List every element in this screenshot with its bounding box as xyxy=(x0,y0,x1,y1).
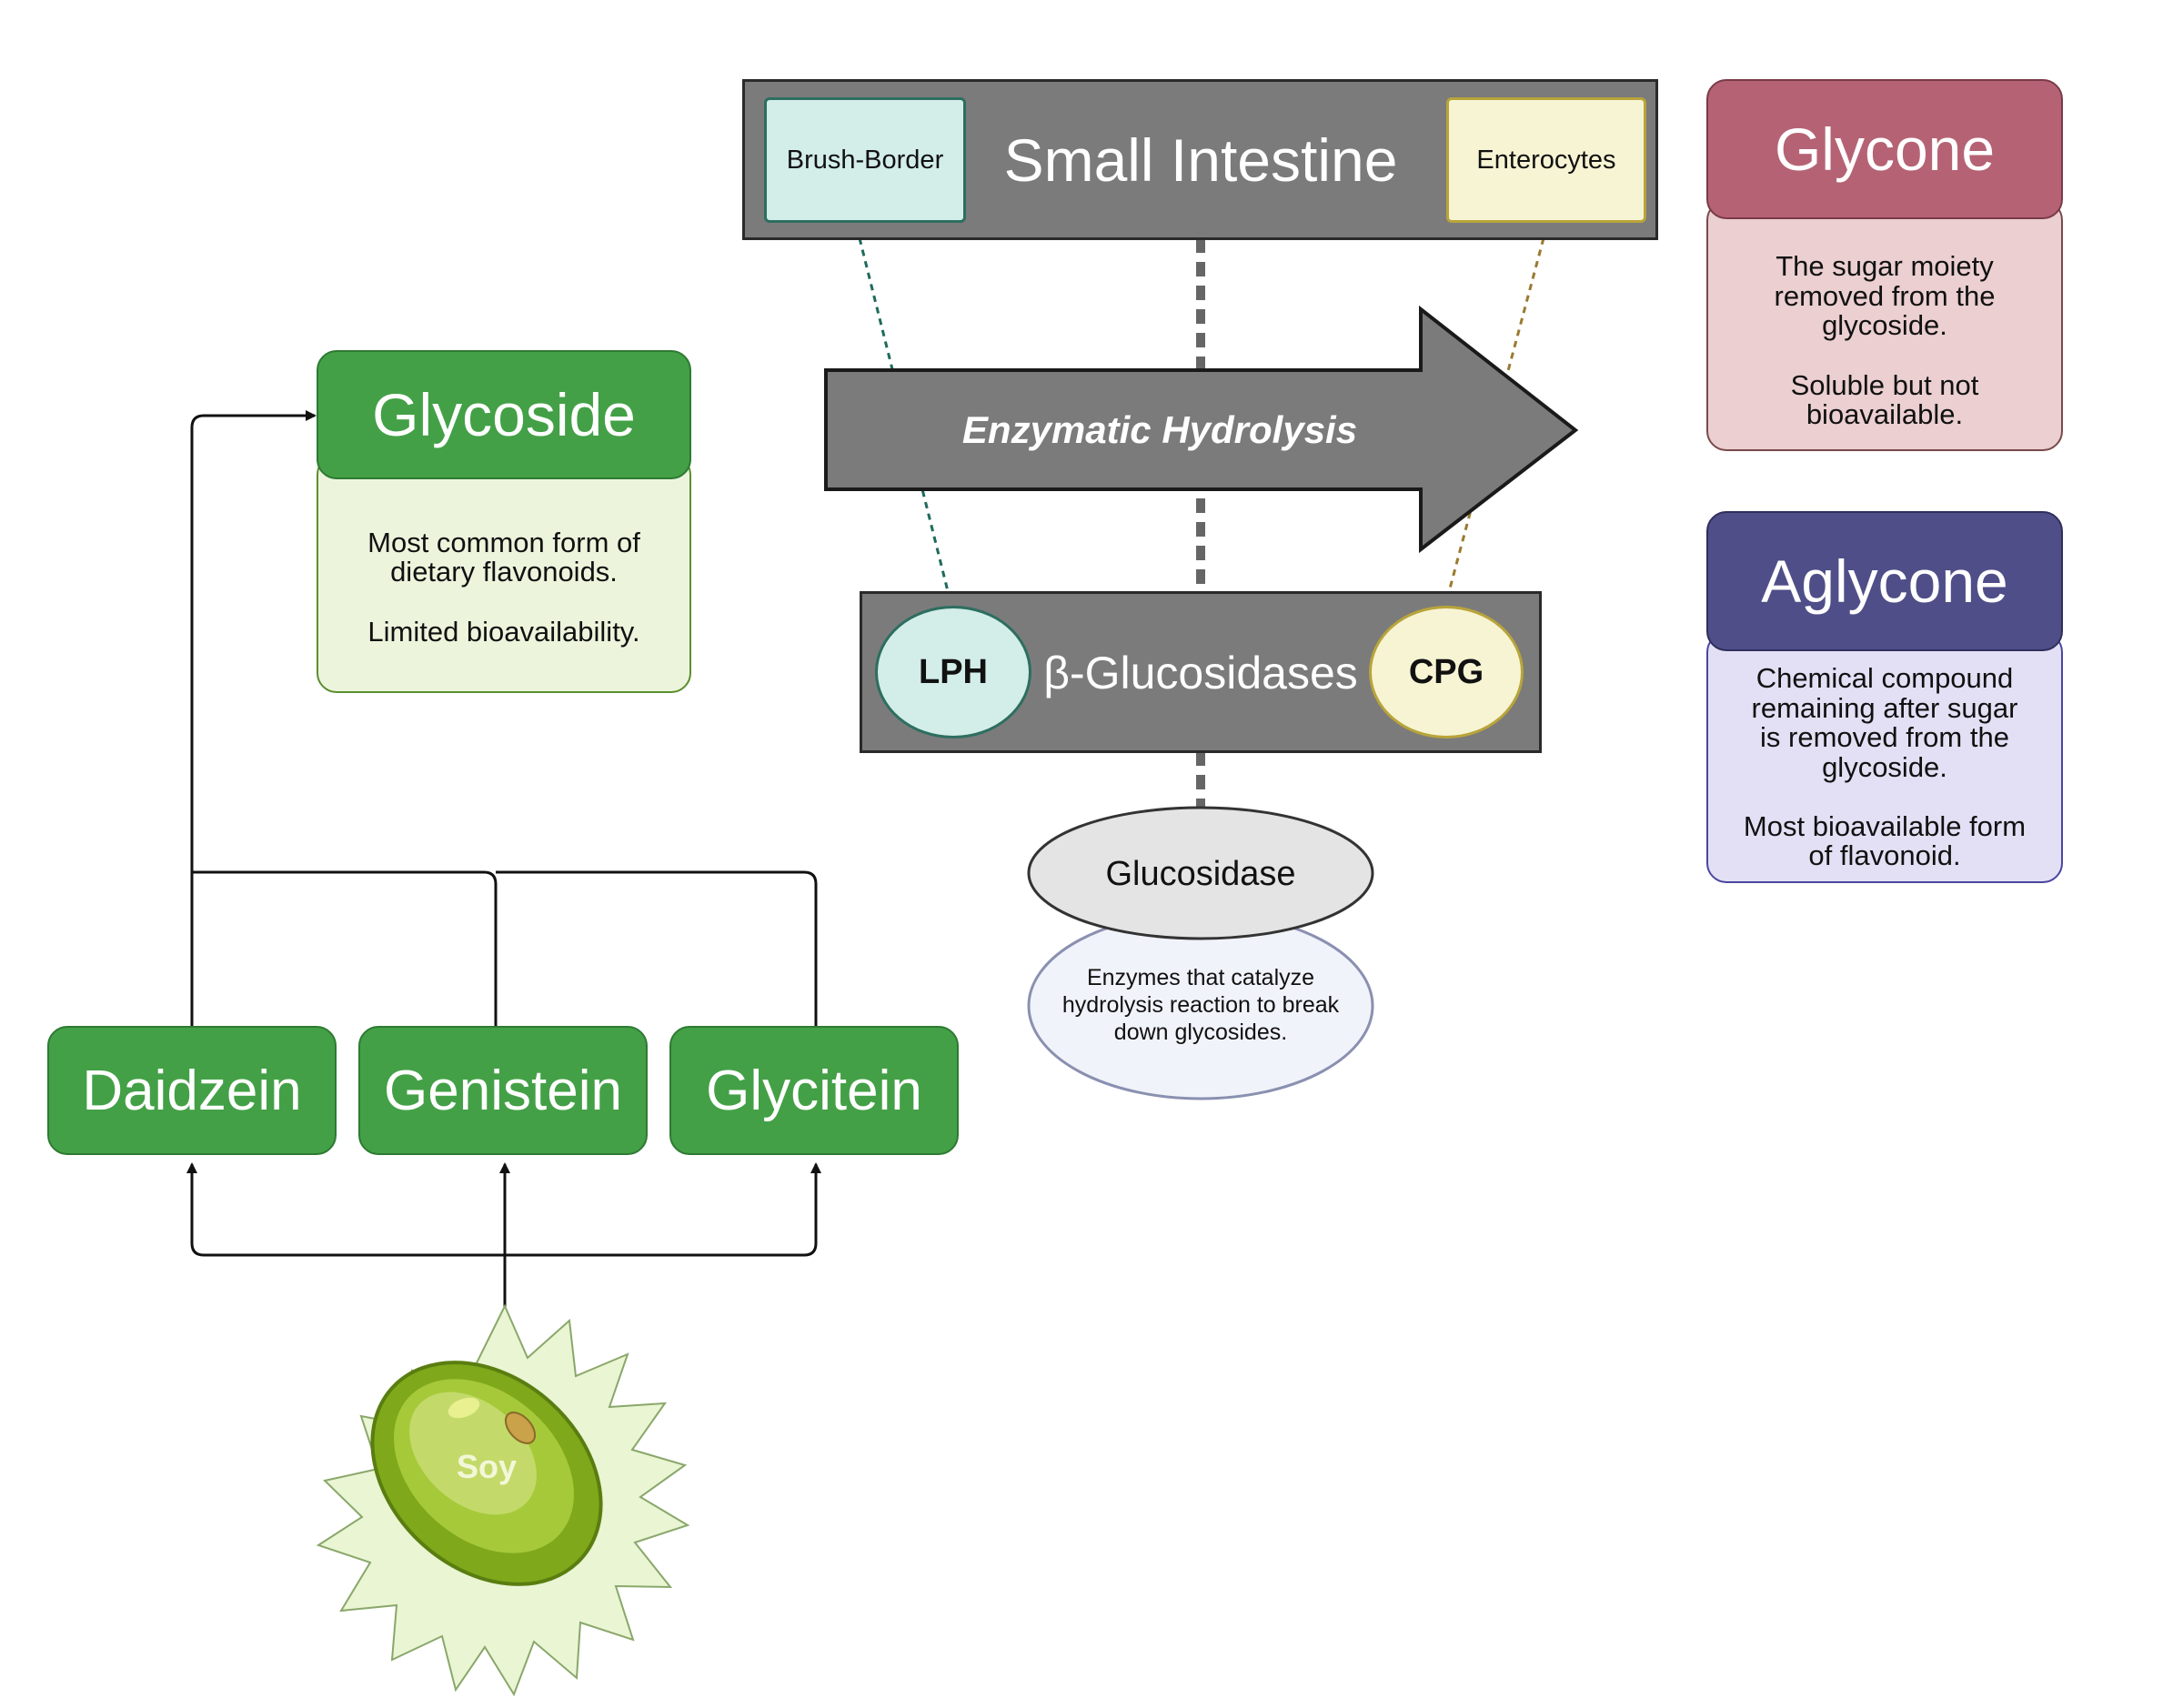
glycoside-description: Most common form of dietary flavonoids. … xyxy=(367,526,640,648)
glycoside-title: Glycoside xyxy=(372,381,636,448)
glycoside-description-box: Most common form of dietary flavonoids. … xyxy=(317,455,691,693)
glucosidase-description: Enzymes that catalyze hydrolysis reactio… xyxy=(1061,965,1340,1045)
connector-brush-border-lph xyxy=(858,237,952,603)
cpg-label: CPG xyxy=(1408,652,1484,691)
glycone-header: Glycone xyxy=(1706,79,2063,219)
hydrolysis-arrow xyxy=(824,305,1579,554)
aglycone-description-box: Chemical compound remaining after sugar … xyxy=(1706,632,2063,883)
glucosidase-title-ellipse xyxy=(1027,806,1374,940)
genistein-label: Genistein xyxy=(384,1059,622,1122)
connector-daidzein-glycoside xyxy=(190,410,317,1028)
aglycone-header: Aglycone xyxy=(1706,511,2063,651)
connector-soy-daidzein xyxy=(186,1162,505,1257)
glucosidases-title: β-Glucosidases xyxy=(1043,648,1358,698)
enzymatic-hydrolysis-label: Enzymatic Hydrolysis xyxy=(961,408,1358,451)
brush-border-label: Brush-Border xyxy=(786,145,944,175)
connector-genistein-branch xyxy=(192,870,498,1028)
aglycone-description: Chemical compound remaining after sugar … xyxy=(1743,662,2027,872)
connector-enterocytes-cpg xyxy=(1444,237,1545,603)
glycone-description: The sugar moiety removed from the glycos… xyxy=(1774,250,1996,431)
isoflavone-genistein: Genistein xyxy=(358,1026,648,1155)
connector-glycitein-branch xyxy=(496,870,818,1028)
lph-label: LPH xyxy=(919,652,988,691)
glycone-title: Glycone xyxy=(1774,116,1996,183)
brush-border-tag: Brush-Border xyxy=(764,97,966,223)
soybean-icon xyxy=(370,1361,603,1586)
cpg-circle: CPG xyxy=(1369,606,1524,738)
connector-soy-glycitein xyxy=(505,1162,821,1257)
isoflavone-daidzein: Daidzein xyxy=(47,1026,337,1155)
enterocytes-label: Enterocytes xyxy=(1476,145,1616,175)
isoflavone-glycitein: Glycitein xyxy=(669,1026,959,1155)
soy-label: Soy xyxy=(456,1448,518,1485)
enterocytes-tag: Enterocytes xyxy=(1446,97,1646,223)
glucosidase-title: Glucosidase xyxy=(1105,854,1296,893)
lph-circle: LPH xyxy=(875,606,1031,738)
glycitein-label: Glycitein xyxy=(706,1059,922,1122)
aglycone-title: Aglycone xyxy=(1761,548,2008,615)
small-intestine-title: Small Intestine xyxy=(1003,126,1398,194)
daidzein-label: Daidzein xyxy=(82,1059,302,1122)
glycone-description-box: The sugar moiety removed from the glycos… xyxy=(1706,200,2063,451)
glycoside-header: Glycoside xyxy=(317,350,691,479)
